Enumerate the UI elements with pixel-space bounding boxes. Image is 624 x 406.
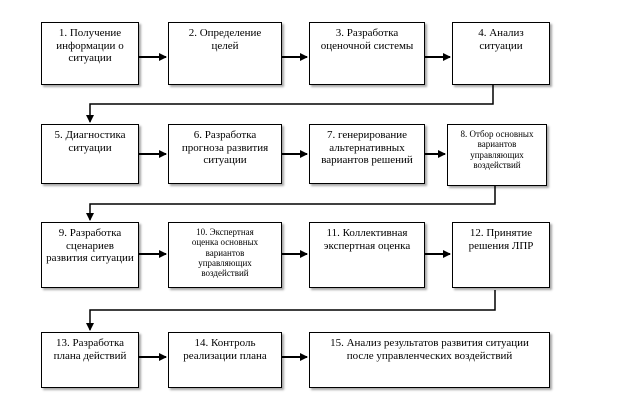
step-13-box: 13. Разработка плана действий xyxy=(41,332,139,388)
step-11-label: 11. Коллективная экспертная оценка xyxy=(323,227,411,252)
step-2-label: 2. Определение целей xyxy=(188,27,262,52)
arrow-s12-s13 xyxy=(86,290,496,331)
step-15-label: 15. Анализ результатов развития ситуации… xyxy=(330,337,529,362)
step-5-box: 5. Диагностика ситуации xyxy=(41,124,139,184)
arrow-s4-s5 xyxy=(86,85,494,123)
step-1-label: 1. Получение информации о ситуации xyxy=(56,27,124,65)
step-4-label: 4. Анализ ситуации xyxy=(478,27,524,52)
step-1-box: 1. Получение информации о ситуации xyxy=(41,22,139,85)
step-5-label: 5. Диагностика ситуации xyxy=(54,129,126,154)
step-8-label: 8. Отбор основных вариантов управляющих … xyxy=(460,129,534,171)
step-14-box: 14. Контроль реализации плана xyxy=(168,332,282,388)
step-9-label: 9. Разработка сценариев развития ситуаци… xyxy=(46,227,134,265)
step-10-box: 10. Экспертная оценка основных вариантов… xyxy=(168,222,282,288)
step-11-box: 11. Коллективная экспертная оценка xyxy=(309,222,425,288)
step-2-box: 2. Определение целей xyxy=(168,22,282,85)
step-14-label: 14. Контроль реализации плана xyxy=(183,337,267,362)
step-3-label: 3. Разработка оценочной системы xyxy=(320,27,414,52)
step-10-label: 10. Экспертная оценка основных вариантов… xyxy=(191,227,259,279)
step-12-box: 12. Принятие решения ЛПР xyxy=(452,222,550,288)
step-8-box: 8. Отбор основных вариантов управляющих … xyxy=(447,124,547,186)
step-7-box: 7. генерирование альтернативных варианто… xyxy=(309,124,425,184)
step-15-box: 15. Анализ результатов развития ситуации… xyxy=(309,332,550,388)
step-7-label: 7. генерирование альтернативных варианто… xyxy=(321,129,413,167)
step-6-box: 6. Разработка прогноза развития ситуации xyxy=(168,124,282,184)
step-13-label: 13. Разработка плана действий xyxy=(53,337,127,362)
step-6-label: 6. Разработка прогноза развития ситуации xyxy=(181,129,269,167)
arrow-s8-s9 xyxy=(86,186,496,221)
step-4-box: 4. Анализ ситуации xyxy=(452,22,550,85)
step-3-box: 3. Разработка оценочной системы xyxy=(309,22,425,85)
step-12-label: 12. Принятие решения ЛПР xyxy=(468,227,534,252)
step-9-box: 9. Разработка сценариев развития ситуаци… xyxy=(41,222,139,288)
